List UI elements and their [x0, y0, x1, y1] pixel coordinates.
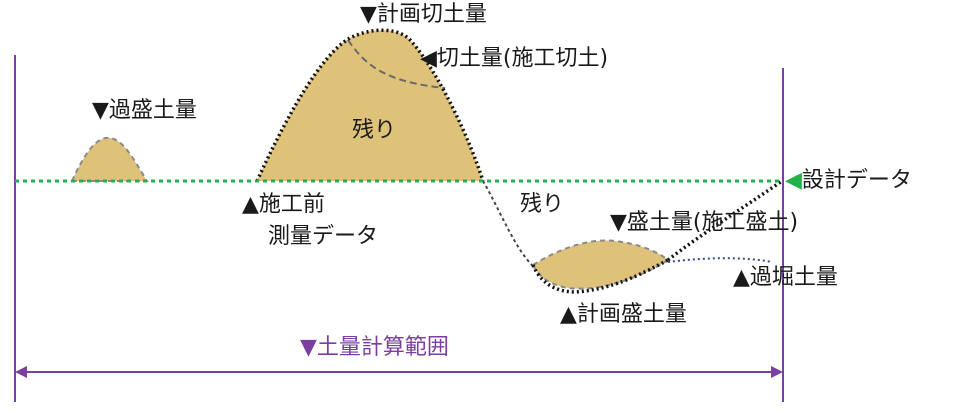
label-remaining-fill: 残り — [520, 192, 565, 217]
label-over-excavation: ▲過堀土量 — [733, 265, 838, 290]
design-data-text: 設計データ — [801, 168, 912, 193]
label-pre-survey-line2: 測量データ — [268, 224, 379, 249]
label-actual-fill: ▼盛土量(施工盛土) — [610, 210, 799, 235]
pre-survey-valley-line — [482, 180, 536, 269]
cut-remaining-mound — [257, 30, 483, 181]
label-design-data: ◀設計データ — [785, 168, 912, 193]
label-pre-survey-line1: ▲施工前 — [242, 192, 325, 217]
label-remaining-cut: 残り — [352, 118, 397, 143]
label-planned-cut: ▼計画切土量 — [360, 2, 487, 27]
label-calc-range: ▼土量計算範囲 — [300, 335, 449, 360]
planned-cut-outline — [255, 28, 485, 182]
label-over-fill: ▼過盛土量 — [92, 98, 197, 123]
fill-mound — [531, 239, 670, 290]
actual-cut-line — [347, 39, 446, 89]
label-planned-fill: ▲計画盛土量 — [560, 302, 687, 327]
planned-slope-outline — [666, 179, 783, 262]
label-actual-cut: ◀切土量(施工切土) — [420, 46, 609, 71]
design-data-marker-icon: ◀ — [785, 168, 802, 193]
over-fill-mound — [70, 136, 149, 182]
calc-range-arrow-right-head — [771, 366, 783, 378]
calc-range-arrow-left-head — [15, 366, 27, 378]
over-excavation-line — [667, 257, 773, 263]
